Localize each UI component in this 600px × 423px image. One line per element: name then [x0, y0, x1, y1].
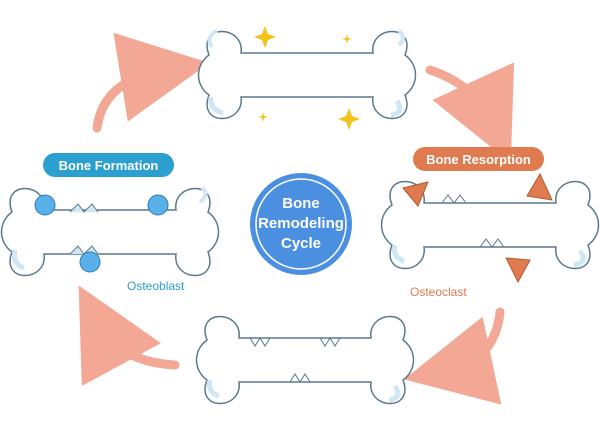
center-title-line: Cycle: [280, 235, 322, 252]
phase-label-resorption: Bone Resorption: [413, 147, 544, 171]
osteoclast-icon: [402, 181, 429, 207]
bone-formation: [0, 186, 220, 277]
sparkle-icon: [258, 112, 268, 122]
cycle-arrows: [78, 32, 515, 405]
osteoclast-cells: [402, 172, 553, 284]
center-title-line: Remodeling: [258, 215, 344, 232]
sparkle-icon: [338, 108, 360, 130]
osteoblast-icon: [34, 194, 56, 216]
bone-damaged: [195, 315, 415, 405]
arrow-top-right: [425, 62, 515, 163]
center-title: Bone Remodeling Cycle: [248, 174, 354, 274]
bone-healthy: [197, 29, 417, 120]
osteoblast-cells: [34, 194, 169, 273]
arrow-bottom-left: [78, 285, 180, 386]
phase-label-formation: Bone Formation: [43, 153, 174, 177]
osteoblast-icon: [79, 251, 101, 273]
osteoclast-icon: [505, 257, 531, 284]
sparkle-icon: [342, 34, 352, 44]
arrow-bottom-right: [403, 307, 505, 405]
osteoblast-label: Osteoblast: [127, 279, 185, 293]
center-badge: [250, 173, 352, 275]
osteoblast-icon: [147, 194, 169, 216]
sparkle-icons: [254, 26, 360, 130]
osteoclast-icon: [526, 172, 553, 201]
arrow-top-left: [92, 32, 210, 133]
center-title-line: Bone: [282, 195, 320, 212]
bone-resorption: [380, 180, 600, 270]
sparkle-icon: [254, 26, 276, 48]
osteoclast-label: Osteoclast: [410, 285, 467, 299]
